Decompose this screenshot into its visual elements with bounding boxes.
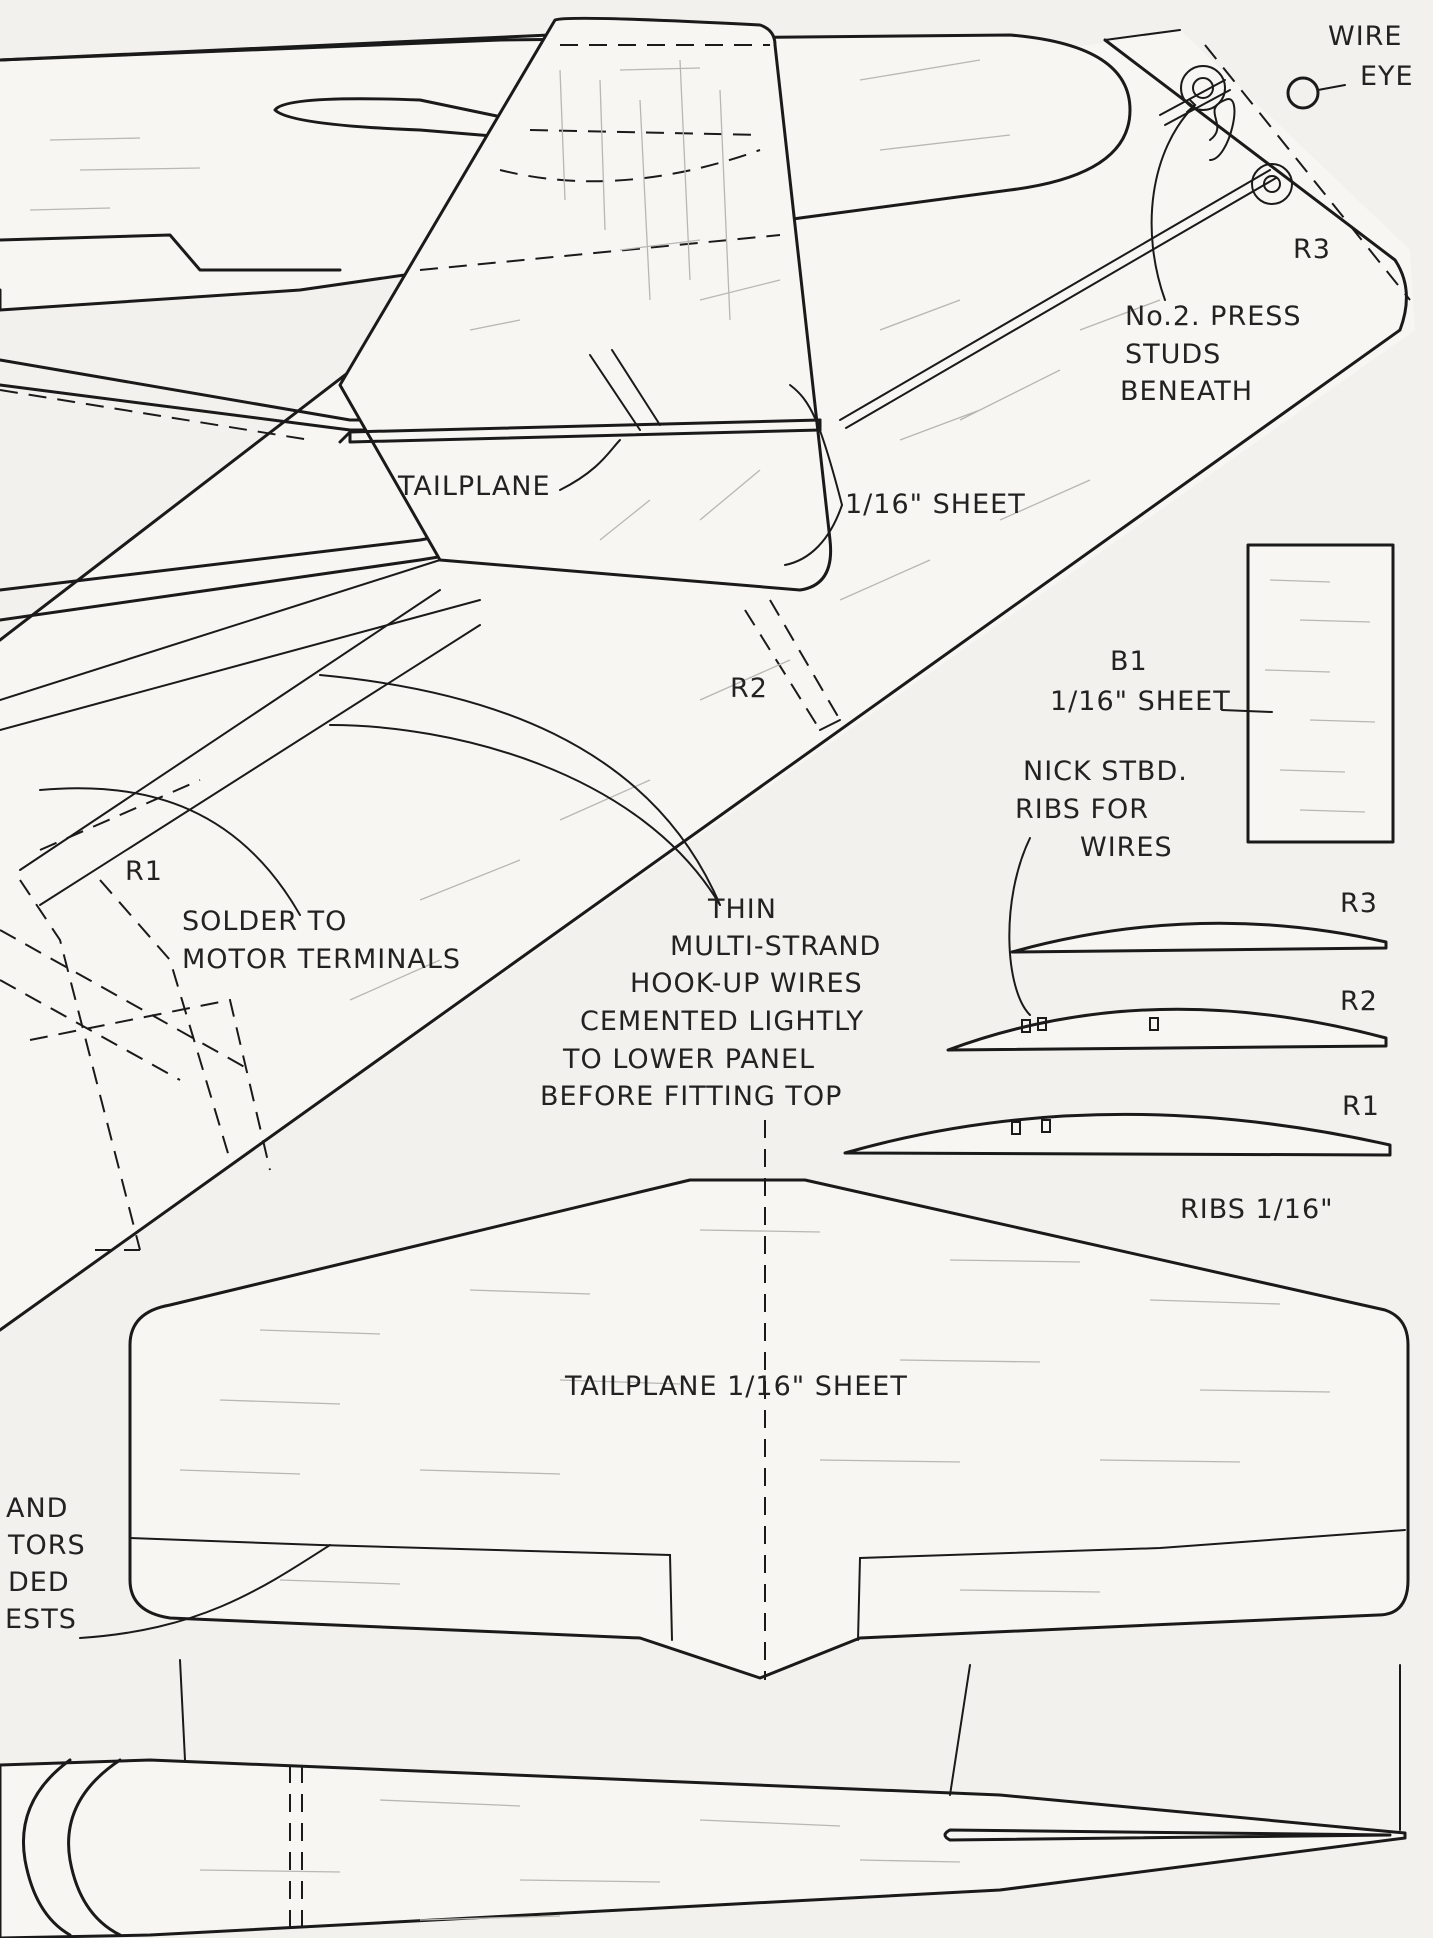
label-thin-3: HOOK-UP WIRES — [630, 968, 863, 999]
label-ribs-note: RIBS 1/16" — [1180, 1194, 1334, 1225]
r2-dashed-outline — [744, 599, 841, 731]
label-tailplane-sheet: TAILPLANE 1/16" SHEET — [564, 1371, 908, 1402]
label-thin-6: BEFORE FITTING TOP — [540, 1081, 842, 1112]
leader-lines — [39, 99, 1273, 1639]
label-cut-4: ESTS — [5, 1604, 77, 1635]
label-nick-1: NICK STBD. — [1023, 756, 1188, 787]
b1-sheet-part — [1246, 543, 1395, 844]
label-nick-2: RIBS FOR — [1015, 794, 1149, 825]
label-solder-1: SOLDER TO — [182, 906, 347, 937]
label-press-studs-3: BENEATH — [1120, 376, 1253, 407]
rib-r2-profile — [946, 1007, 1388, 1052]
coiled-wire — [1209, 98, 1236, 161]
tail-fin — [338, 16, 833, 592]
label-rib-r1: R1 — [1342, 1091, 1380, 1122]
fuselage-side-view — [0, 1659, 1407, 1938]
label-cut-3: DED — [8, 1567, 70, 1598]
label-thin-2: MULTI-STRAND — [670, 931, 881, 962]
label-r1-wing: R1 — [125, 856, 163, 887]
label-tailplane-leader: TAILPLANE — [397, 471, 551, 502]
label-wire-eye-1: WIRE — [1328, 21, 1402, 52]
label-r2-wing: R2 — [730, 673, 768, 704]
label-b1-sheet: 1/16" SHEET — [1050, 686, 1231, 717]
wing-panel — [0, 29, 1415, 1332]
label-press-studs-1: No.2. PRESS — [1125, 301, 1302, 332]
label-wire-eye-2: EYE — [1360, 61, 1414, 92]
label-nick-3: WIRES — [1080, 832, 1173, 863]
rib-r1-profile — [843, 1112, 1392, 1157]
wire-eye-ring — [1286, 76, 1346, 110]
wood-grain-texture — [29, 59, 1376, 1921]
label-sheet-fin: 1/16" SHEET — [845, 489, 1026, 520]
tailplane-plan — [128, 1120, 1410, 1680]
label-b1: B1 — [1110, 646, 1148, 677]
press-stud-lower — [1251, 163, 1293, 205]
press-stud-upper — [1180, 65, 1226, 111]
label-solder-2: MOTOR TERMINALS — [182, 944, 461, 975]
label-rib-r3: R3 — [1340, 888, 1378, 919]
label-thin-5: TO LOWER PANEL — [562, 1044, 815, 1075]
label-thin-1: THIN — [707, 894, 777, 925]
label-cut-1: AND — [6, 1493, 68, 1524]
label-rib-r2: R2 — [1340, 986, 1378, 1017]
label-r3-fin: R3 — [1293, 234, 1331, 265]
rib-r3-profile — [1010, 921, 1388, 954]
label-press-studs-2: STUDS — [1125, 339, 1221, 370]
label-cut-2: TORS — [7, 1530, 86, 1561]
label-thin-4: CEMENTED LIGHTLY — [580, 1006, 864, 1037]
